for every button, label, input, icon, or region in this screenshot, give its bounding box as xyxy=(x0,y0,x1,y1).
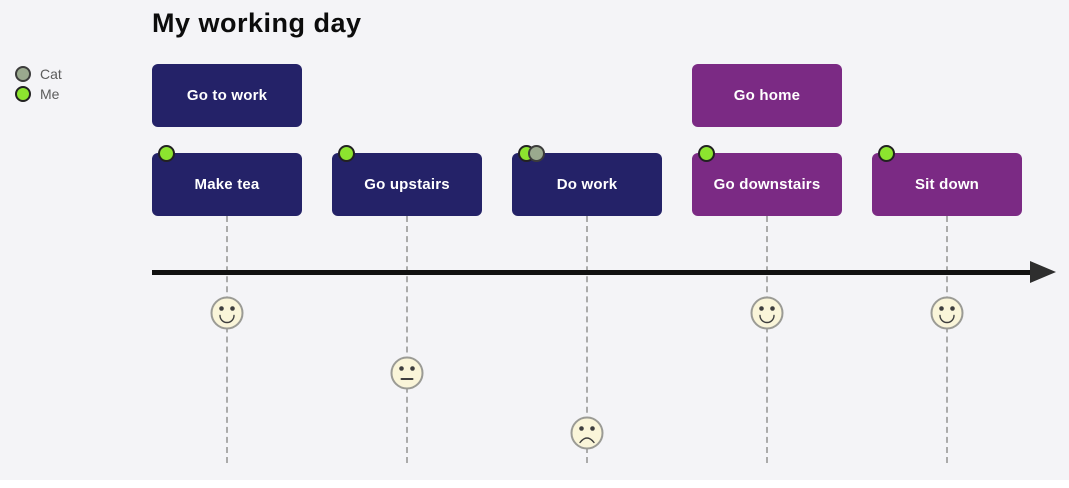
time-guide-line xyxy=(946,216,948,463)
legend-item-cat: Cat xyxy=(15,64,62,84)
mood-face-neutral-icon xyxy=(390,356,424,390)
event-box: Make tea xyxy=(152,144,302,216)
me-marker-icon xyxy=(877,144,895,162)
me-marker-icon xyxy=(157,144,175,162)
time-guide-line xyxy=(586,216,588,463)
time-guide-line xyxy=(766,216,768,463)
timeline-axis xyxy=(152,270,1034,275)
timeline-axis-arrowhead-icon xyxy=(1030,261,1056,283)
event-label: Do work xyxy=(556,176,618,193)
event-box: Go downstairs xyxy=(692,144,842,216)
mood-face-happy-icon xyxy=(210,296,244,330)
event-label: Make tea xyxy=(194,176,260,193)
cat-swatch-icon xyxy=(15,66,31,82)
me-marker-icon xyxy=(337,144,355,162)
legend-item-me: Me xyxy=(15,84,62,104)
event-box: Go upstairs xyxy=(332,144,482,216)
event-label: Sit down xyxy=(914,176,980,193)
me-marker-icon xyxy=(697,144,715,162)
page-edge xyxy=(0,480,1069,488)
mood-face-happy-icon xyxy=(750,296,784,330)
event-label: Go to work xyxy=(186,87,268,104)
mood-face-happy-icon xyxy=(930,296,964,330)
event-box: Sit down xyxy=(872,144,1022,216)
time-guide-line xyxy=(406,216,408,463)
legend: Cat Me xyxy=(15,64,62,104)
event-box: Go to work xyxy=(152,64,302,127)
time-guide-line xyxy=(226,216,228,463)
me-swatch-icon xyxy=(15,86,31,102)
cat-marker-icon xyxy=(527,144,545,162)
mood-face-sad-icon xyxy=(570,416,604,450)
page-title: My working day xyxy=(152,8,362,38)
event-box: Do work xyxy=(512,144,662,216)
event-label: Go upstairs xyxy=(364,176,450,193)
legend-label: Cat xyxy=(40,66,62,82)
event-box: Go home xyxy=(692,64,842,127)
legend-label: Me xyxy=(40,86,60,102)
event-label: Go downstairs xyxy=(713,176,821,193)
event-label: Go home xyxy=(733,87,801,104)
